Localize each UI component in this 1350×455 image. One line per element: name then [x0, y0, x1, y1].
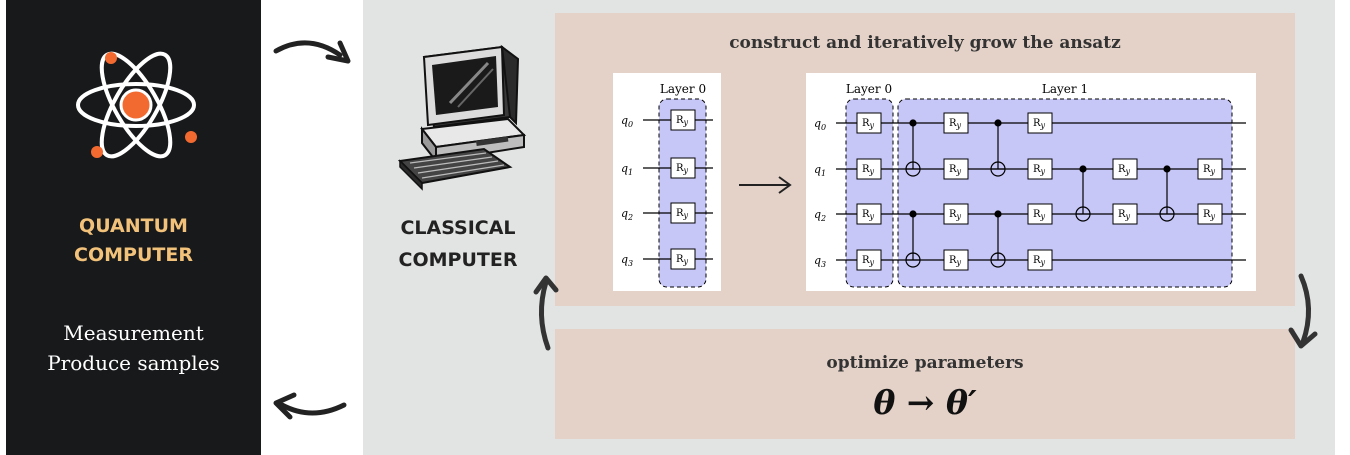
ry-gate [1112, 203, 1138, 225]
qubit-label: q2 [621, 207, 633, 222]
ry-gate [856, 203, 882, 225]
qubit-label: q2 [814, 208, 826, 223]
ry-gate [1027, 203, 1053, 225]
optimize-box: optimize parameters θ → θ′ [555, 329, 1295, 439]
quantum-computer-title: QUANTUM COMPUTER [6, 212, 261, 270]
classical-computer-title: CLASSICAL COMPUTER [383, 212, 533, 276]
quantum-subtitle-line2: Produce samples [47, 351, 220, 375]
atom-icon [76, 51, 197, 159]
ry-gate-label: Ry [1033, 255, 1046, 267]
ry-gate-label: Ry [1118, 209, 1131, 221]
qubit-label: q1 [814, 163, 826, 178]
ry-gate [1112, 158, 1138, 180]
ry-gate [1027, 249, 1053, 271]
ry-gate-label: Ry [862, 209, 875, 221]
ry-gate [943, 112, 969, 134]
quantum-subtitle-line1: Measurement [63, 321, 204, 345]
ry-gate-label: Ry [1033, 118, 1046, 130]
layer-0-region [658, 98, 707, 288]
qubit-label: q0 [621, 114, 633, 129]
ry-gate [943, 203, 969, 225]
ry-gate-label: Ry [949, 118, 962, 130]
layer-label: Layer 0 [846, 82, 892, 96]
quantum-computer-subtitle: Measurement Produce samples [6, 318, 261, 378]
classical-title-line2: COMPUTER [398, 249, 518, 271]
qubit-label: q3 [621, 253, 633, 268]
ry-gate [1027, 158, 1053, 180]
svg-text:Ry: Ry [676, 163, 689, 175]
quantum-title-line1: QUANTUM [79, 215, 188, 237]
qubit-labels: q0 q1 q2 q3 [814, 117, 826, 269]
ry-gate-label: Ry [949, 164, 962, 176]
optimize-equation: θ → θ′ [873, 383, 977, 422]
quantum-computer-panel: QUANTUM COMPUTER Measurement Produce sam… [6, 0, 261, 455]
ry-gate-label: Ry [949, 255, 962, 267]
ry-gate-label: Ry [1203, 209, 1216, 221]
ry-gate-label: Ry [862, 255, 875, 267]
layer-1-region [897, 98, 1233, 288]
ry-gate [1197, 203, 1223, 225]
ry-gate-label: Ry [1033, 209, 1046, 221]
ry-gate [856, 112, 882, 134]
ry-gate [943, 158, 969, 180]
loop-up-arrow [533, 275, 559, 351]
layer-label: Layer 1 [1042, 82, 1088, 96]
ry-gate [943, 249, 969, 271]
svg-text:Ry: Ry [676, 115, 689, 127]
ry-gate [1197, 158, 1223, 180]
svg-text:Ry: Ry [676, 208, 689, 220]
quantum-title-line2: COMPUTER [74, 244, 193, 266]
svg-text:Ry: Ry [676, 254, 689, 266]
qubit-label: q0 [814, 117, 826, 132]
classical-title-line1: CLASSICAL [400, 217, 516, 239]
ry-gate-label: Ry [1033, 164, 1046, 176]
ry-gate [1027, 112, 1053, 134]
ry-gate-label: Ry [862, 118, 875, 130]
computer-icon [397, 44, 527, 191]
top-curved-arrow [273, 40, 351, 64]
ry-gate [856, 249, 882, 271]
layer-label: Layer 0 [660, 82, 706, 96]
ry-gate-label: Ry [862, 164, 875, 176]
large-circuit: Layer 0 Layer 1 q0 q1 q2 q3 RyRyRyRyRyRy… [806, 73, 1256, 291]
ry-gate-label: Ry [1203, 164, 1216, 176]
qubit-label: q1 [621, 162, 633, 177]
grow-arrow [739, 176, 792, 194]
ry-gates: Ry Ry Ry Ry [670, 109, 696, 270]
layer-0-region [845, 98, 894, 288]
qubit-labels: q0 q1 q2 q3 [621, 114, 633, 268]
ry-gate-label: Ry [1118, 164, 1131, 176]
ry-gate [856, 158, 882, 180]
ansatz-title: construct and iteratively grow the ansat… [729, 33, 1121, 53]
cnot-gates [905, 119, 1175, 268]
bottom-curved-arrow [273, 392, 347, 420]
optimize-title: optimize parameters [826, 353, 1024, 373]
small-circuit: Layer 0 q0 q1 q2 q3 Ry Ry Ry Ry [613, 73, 721, 291]
qubit-label: q3 [814, 254, 826, 269]
loop-down-arrow [1288, 273, 1318, 349]
ry-gate-label: Ry [949, 209, 962, 221]
